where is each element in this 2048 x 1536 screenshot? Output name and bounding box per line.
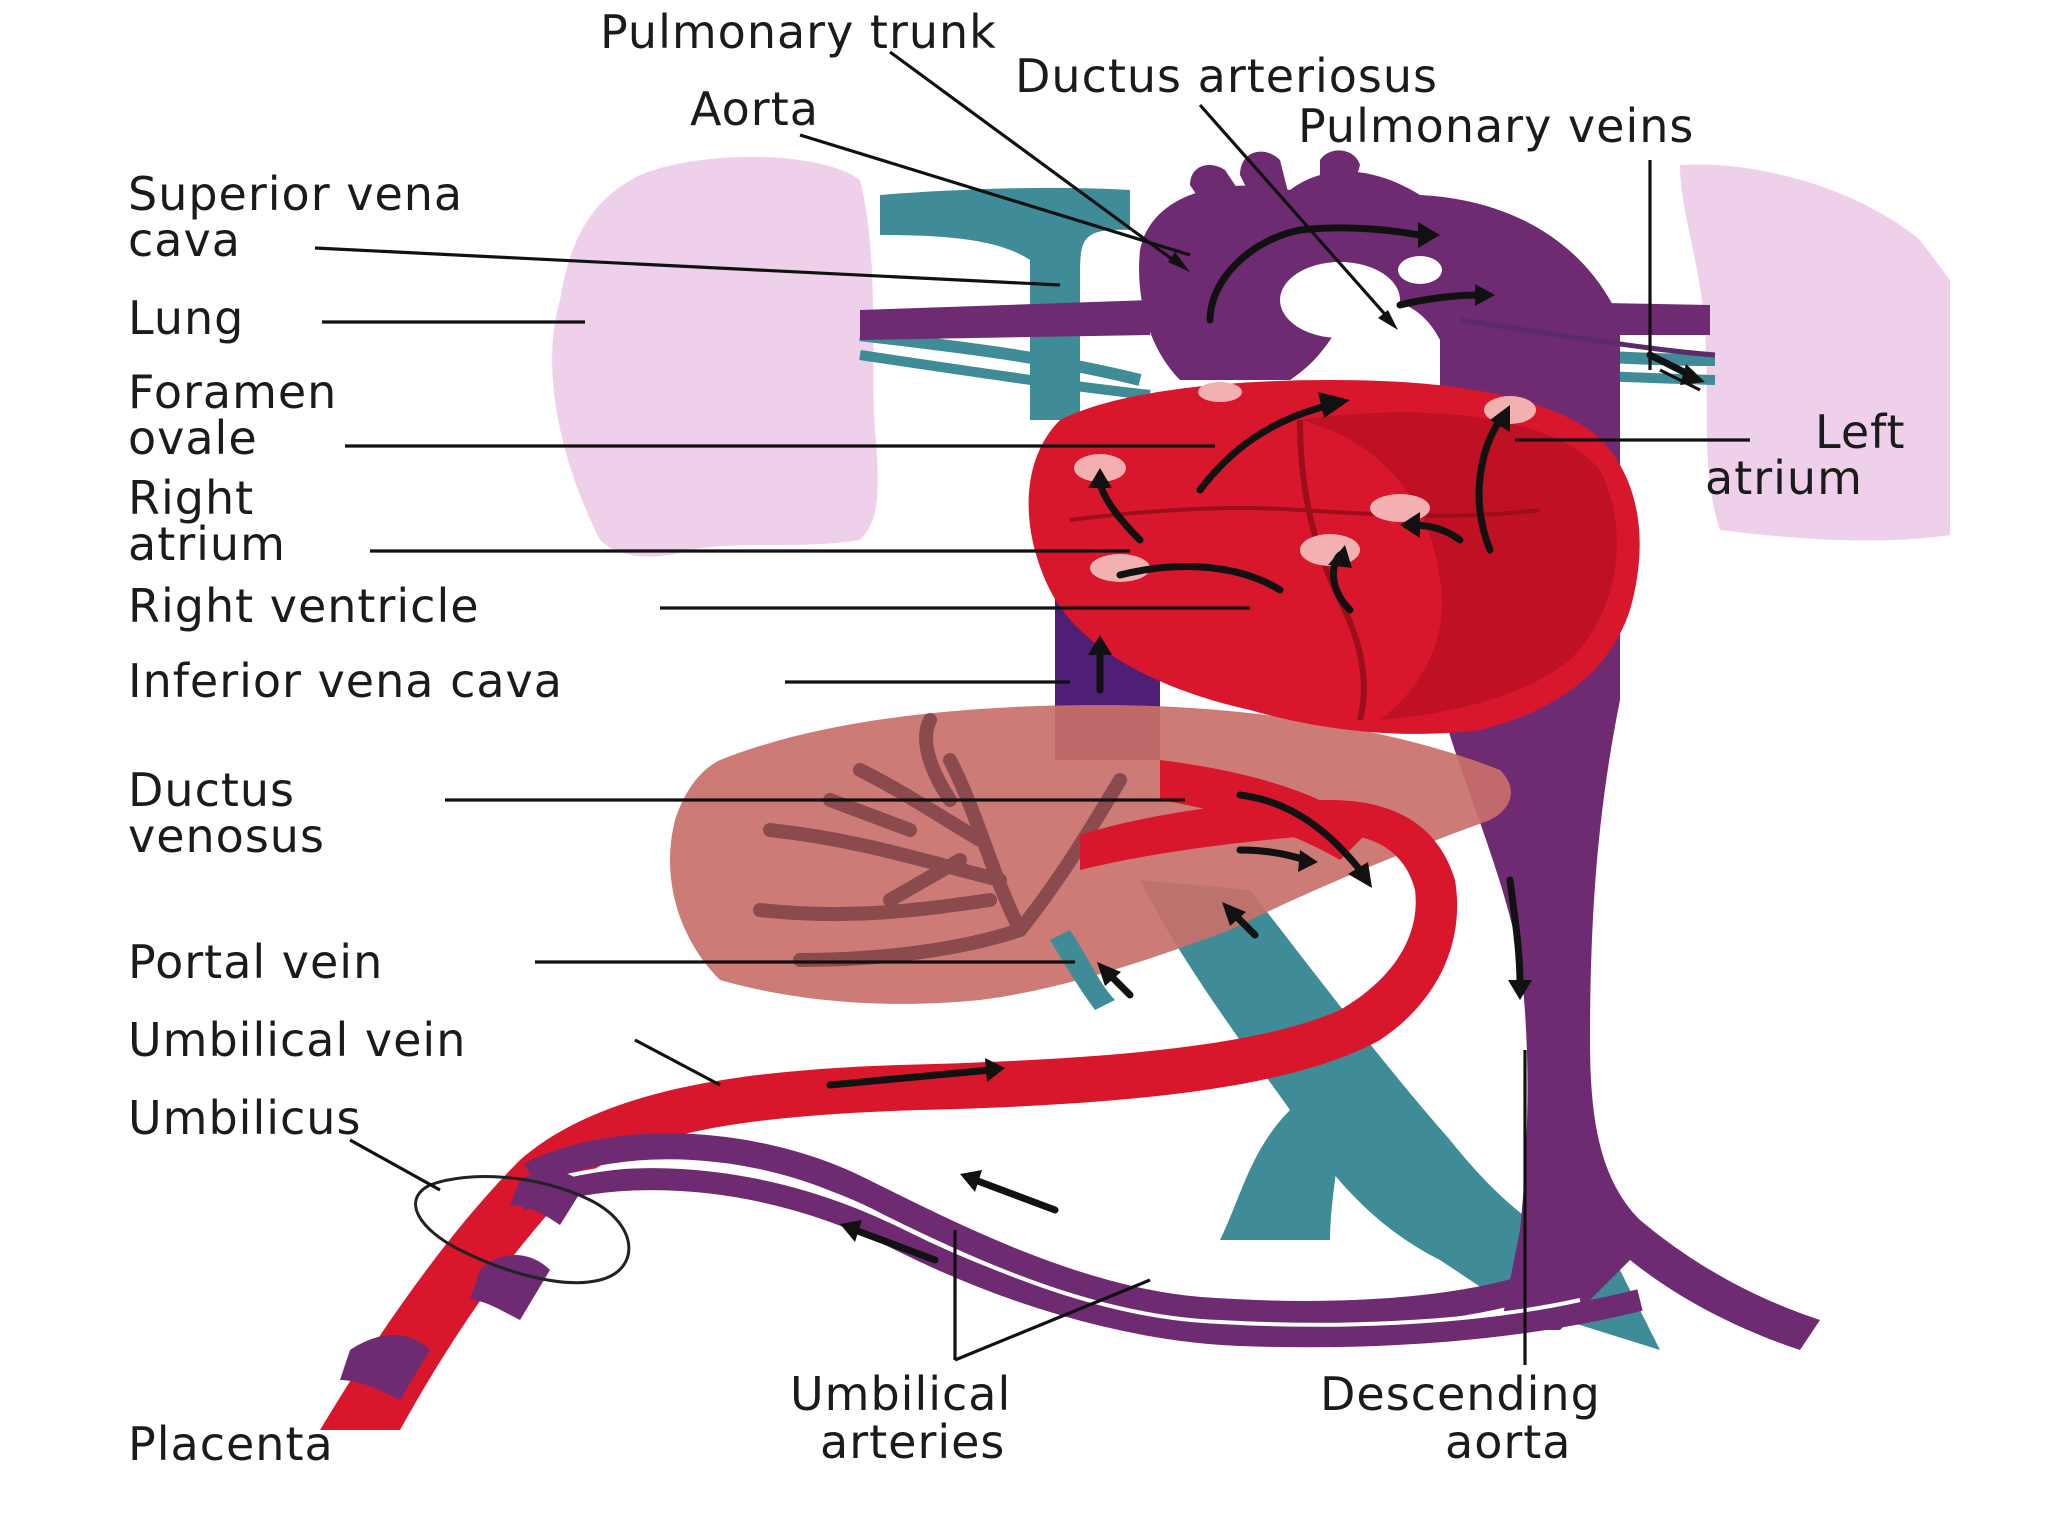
ductus-arteriosus-hole — [1280, 262, 1400, 338]
label-lung: Lung — [128, 291, 244, 345]
label-left-atrium-line2: atrium — [1705, 451, 1863, 505]
label-right-atrium-line2: atrium — [128, 517, 286, 571]
label-ductus-venosus-line2: venosus — [128, 809, 325, 863]
liver-branches — [753, 713, 1127, 967]
umbilical-artery-1 — [524, 1133, 1612, 1327]
label-superior-vena-cava-line2: cava — [128, 213, 241, 267]
label-ductus-arteriosus: Ductus arteriosus — [1015, 49, 1438, 103]
label-umbilical-arteries-line1: Umbilical — [790, 1367, 1011, 1421]
ductus-arteriosus-hole-2 — [1398, 256, 1442, 284]
umbilicus-ring — [414, 1175, 631, 1285]
right-lung-shape — [1680, 164, 1950, 541]
heart-av-line — [1069, 506, 1541, 522]
ductus-venosus-arrows — [1236, 791, 1372, 888]
valve-3 — [1300, 534, 1360, 566]
label-left-atrium-line1: Left — [1815, 405, 1906, 459]
label-umbilicus: Umbilicus — [128, 1091, 361, 1145]
label-ductus-venosus-line1: Ductus — [128, 763, 295, 817]
label-pulmonary-veins: Pulmonary veins — [1298, 99, 1694, 153]
arch-branch-1 — [1190, 165, 1245, 215]
label-right-atrium-line1: Right — [128, 471, 254, 525]
arch-branch-3 — [1320, 150, 1360, 200]
label-foramen-ovale-line1: Foramen — [128, 365, 337, 419]
leader-lines — [314, 50, 1750, 1365]
pulmonary-artery-left — [860, 300, 1150, 340]
label-placenta: Placenta — [128, 1417, 334, 1471]
teal-flow-arrows — [1097, 902, 1259, 999]
label-descending-aorta-line2: aorta — [1445, 1415, 1571, 1469]
heart-shading — [1300, 412, 1617, 720]
valve-6 — [1198, 382, 1242, 402]
umbilical-cord-twist-3 — [510, 1170, 585, 1225]
left-lung-shape — [552, 156, 878, 557]
valve-4 — [1370, 494, 1430, 522]
label-right-ventricle: Right ventricle — [128, 579, 480, 633]
ivc-flow-arrow — [1088, 635, 1112, 694]
label-pulmonary-trunk: Pulmonary trunk — [600, 5, 997, 59]
label-aorta: Aorta — [690, 82, 819, 136]
umbilical-vein-shape — [320, 800, 1458, 1430]
umbilical-cord-twist-2 — [470, 1255, 550, 1320]
umbilical-artery-2 — [516, 1168, 1643, 1348]
pulmonary-vein-arrows — [1646, 351, 1705, 385]
teal-branch-lower — [1220, 1110, 1340, 1240]
pulmonary-artery-right — [1440, 300, 1710, 335]
arch-flow-arrows — [1206, 222, 1495, 324]
umbilical-cord-twist — [340, 1335, 430, 1400]
label-inferior-vena-cava: Inferior vena cava — [128, 654, 563, 708]
umbilical-artery-inner — [524, 1162, 1581, 1327]
labels: Pulmonary trunk Ductus arteriosus Aorta … — [128, 5, 1906, 1471]
label-superior-vena-cava-line1: Superior vena — [128, 167, 463, 221]
heart-flow-arrows — [1088, 392, 1510, 614]
label-descending-aorta-line1: Descending — [1320, 1367, 1601, 1421]
left-pulmonary-branch-2 — [859, 350, 1151, 400]
label-foramen-ovale-line2: ovale — [128, 411, 258, 465]
pulmonary-vein-line — [1459, 317, 1716, 358]
label-portal-vein: Portal vein — [128, 935, 383, 989]
umbilical-artery-arrows — [840, 1170, 1059, 1264]
descending-aorta-arrows — [1506, 876, 1532, 1000]
umbilical-vein-arrow — [826, 1058, 1005, 1089]
portal-vein-shape — [1050, 930, 1115, 1010]
label-umbilical-vein: Umbilical vein — [128, 1013, 466, 1067]
label-umbilical-arteries-line2: arteries — [820, 1415, 1005, 1469]
ductus-venosus-shape — [1160, 760, 1370, 860]
